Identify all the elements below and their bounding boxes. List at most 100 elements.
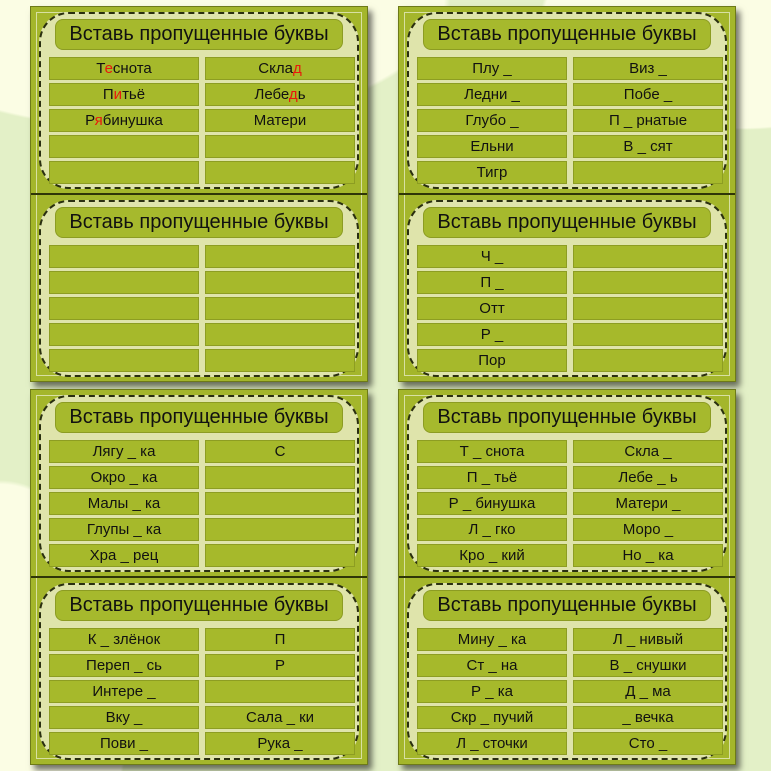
word-part: Т: [96, 60, 105, 77]
word-cell: [573, 323, 723, 346]
word-cell: [49, 245, 199, 268]
word-cell: Скр _ пучий: [417, 706, 567, 729]
word-cell: Побе _: [573, 83, 723, 106]
word-cell: Р _ ка: [417, 680, 567, 703]
word-cell: Плу _: [417, 57, 567, 80]
worksheet-front: Вставь пропущенные буквы Т _ снота Скла _ П…: [398, 389, 736, 765]
card-title: Вставь пропущенные буквы: [55, 19, 343, 50]
inserted-letter: я: [94, 112, 103, 129]
card-title: Вставь пропущенные буквы: [423, 207, 711, 238]
card-title: Вставь пропущенные буквы: [55, 590, 343, 621]
word-cell: Р _: [417, 323, 567, 346]
inserted-letter: д: [288, 86, 298, 103]
word-part: Матери: [253, 112, 307, 129]
word-cell: Теснота: [49, 57, 199, 80]
word-cell: [205, 161, 355, 184]
word-cell: Склад: [205, 57, 355, 80]
word-cell: П: [205, 628, 355, 651]
word-cell: Т _ снота: [417, 440, 567, 463]
cut-line: [31, 576, 367, 578]
word-cell: Л _ гко: [417, 518, 567, 541]
word-cell: Переп _ сь: [49, 654, 199, 677]
word-cell: Ельни: [417, 135, 567, 158]
card-title: Вставь пропущенные буквы: [55, 402, 343, 433]
word-part: снота: [112, 60, 152, 77]
word-part: Лебе: [254, 86, 289, 103]
word-cell: Пови _: [49, 732, 199, 755]
word-cell: [573, 161, 723, 184]
inserted-letter: е: [104, 60, 113, 77]
word-cell: [49, 135, 199, 158]
word-cell: Интере _: [49, 680, 199, 703]
word-cell: Кро _ кий: [417, 544, 567, 567]
word-cell: Рука _: [205, 732, 355, 755]
word-part: Р: [85, 112, 95, 129]
word-cell: [205, 135, 355, 158]
word-cell: Р: [205, 654, 355, 677]
word-cell: Матери _: [573, 492, 723, 515]
word-cell: [205, 271, 355, 294]
word-cell: Виз _: [573, 57, 723, 80]
word-cell: Р _ бинушка: [417, 492, 567, 515]
word-cell: Л _ сточки: [417, 732, 567, 755]
word-cell: _ вечка: [573, 706, 723, 729]
word-cell: Лебедь: [205, 83, 355, 106]
word-cell: Мину _ ка: [417, 628, 567, 651]
word-cell: [205, 544, 355, 567]
word-cell: Ч _: [417, 245, 567, 268]
word-cell: В _ сят: [573, 135, 723, 158]
word-cell: Но _ ка: [573, 544, 723, 567]
word-cell: Ст _ на: [417, 654, 567, 677]
word-cell: Лягу _ ка: [49, 440, 199, 463]
word-cell: Матери: [205, 109, 355, 132]
word-cell: П _ тьё: [417, 466, 567, 489]
word-cell: Пор: [417, 349, 567, 372]
word-cell: Отт: [417, 297, 567, 320]
word-cell: Сала _ ки: [205, 706, 355, 729]
word-part: тьё: [122, 86, 146, 103]
word-cell: Хра _ рец: [49, 544, 199, 567]
card-section: Вставь пропущенные буквы Ч _ П _ Отт Р _ Пор: [399, 195, 735, 381]
word-cell: Малы _ ка: [49, 492, 199, 515]
word-cell: [205, 518, 355, 541]
word-cell: Глубо _: [417, 109, 567, 132]
card-title: Вставь пропущенные буквы: [423, 590, 711, 621]
word-part: Скла: [258, 60, 293, 77]
word-cell: П _ рнатые: [573, 109, 723, 132]
word-cell: П _: [417, 271, 567, 294]
cut-line: [31, 193, 367, 195]
word-cell: [573, 349, 723, 372]
inserted-letter: д: [292, 60, 302, 77]
word-cell: [205, 680, 355, 703]
word-cell: [205, 297, 355, 320]
word-cell: Рябинушка: [49, 109, 199, 132]
word-cell: Д _ ма: [573, 680, 723, 703]
inserted-letter: и: [113, 86, 123, 103]
word-cell: [49, 349, 199, 372]
card-title: Вставь пропущенные буквы: [423, 19, 711, 50]
word-cell: Вку _: [49, 706, 199, 729]
word-cell: [205, 349, 355, 372]
card-title: Вставь пропущенные буквы: [423, 402, 711, 433]
word-cell: [49, 271, 199, 294]
word-cell: [573, 271, 723, 294]
word-part: П: [102, 86, 114, 103]
word-cell: Л _ нивый: [573, 628, 723, 651]
word-cell: [573, 297, 723, 320]
word-cell: [49, 323, 199, 346]
word-cell: [49, 161, 199, 184]
word-cell: Сто _: [573, 732, 723, 755]
word-cell: Лебе _ ь: [573, 466, 723, 489]
word-part: бинушка: [102, 112, 163, 129]
word-cell: Скла _: [573, 440, 723, 463]
card-title: Вставь пропущенные буквы: [55, 207, 343, 238]
word-cell: Глупы _ ка: [49, 518, 199, 541]
word-part: ь: [297, 86, 306, 103]
word-cell: [205, 466, 355, 489]
